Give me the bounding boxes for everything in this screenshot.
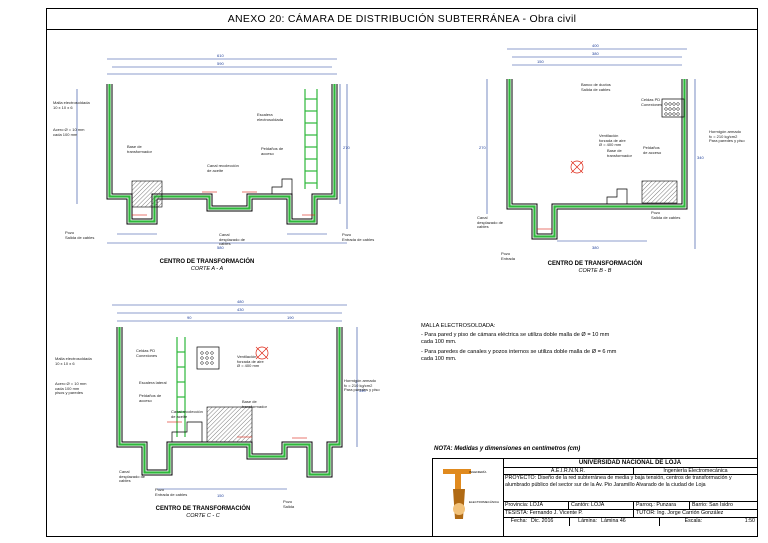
logo-graphic: INGENIERÍA ELECTROMECÁNICA	[443, 469, 499, 519]
dim-label: 190	[287, 315, 294, 320]
barrio-cell: Barrio: San Isidro	[689, 502, 757, 509]
label-malla-c: Malla electrosoldada 10 x 10 x 6	[55, 356, 92, 366]
dim-label: 340	[359, 388, 366, 393]
parroquia-cell: Parroq.: Punzara	[633, 502, 689, 509]
notes-line-1: - Para pared y piso de cámara eléctrica …	[421, 332, 610, 346]
label-celdas-b: Celdas PD Conexiones	[641, 97, 663, 107]
sheet-title: ANEXO 20: CÁMARA DE DISTRIBUCIÓN SUBTERR…	[227, 13, 577, 25]
career-cell: Ingeniería Electromecánica	[633, 468, 757, 474]
lamina-value: Lámina 46	[601, 518, 626, 524]
units-note: NOTA: Medidas y dimensiones en centímetr…	[434, 446, 581, 452]
title-rule	[47, 29, 757, 30]
dim-label: 150	[537, 59, 544, 64]
caption-sub-b: CORTE B - B	[578, 268, 612, 274]
label-canal-despl-a: Canal desplazado de cables	[219, 232, 246, 247]
dim-label: 400	[592, 43, 599, 48]
fecha-value: Dic. 2016	[531, 518, 554, 524]
caption-section-a: CENTRO DE TRANSFORMACIÓN CORTE A - A	[137, 259, 277, 272]
dim-label: 580	[217, 245, 224, 250]
location-row: Provincia: LOJA Cantón: LOJA Parroq.: Pu…	[503, 502, 757, 510]
caption-title-a: CENTRO DE TRANSFORMACIÓN	[159, 259, 255, 265]
label-peldanos-b: Peldaños de acceso	[643, 145, 662, 155]
lamina-label: Lámina:	[569, 518, 599, 526]
dim-label: 90	[187, 315, 192, 320]
label-escalera-a: Escalera electrosoldada	[257, 112, 284, 122]
caption-title-b: CENTRO DE TRANSFORMACIÓN	[547, 261, 643, 267]
faculty-logo: INGENIERÍA ELECTROMECÁNICA	[433, 459, 504, 536]
label-vent-c: Ventilación forzada de aire Ø = 400 mm	[237, 354, 264, 369]
label-acero-c: Acero Ø = 10 mm cada 100 mm pisos y pare…	[55, 381, 87, 396]
dim-label: 430	[237, 307, 244, 312]
notes-line-2: - Para paredes de canales y pozos intern…	[421, 348, 617, 362]
label-peldanos-a: Peldaños de acceso	[261, 146, 284, 156]
dim-label: 610	[217, 53, 224, 58]
label-pozo2-b: Pozo Salida de cables	[651, 210, 681, 220]
escala-label: Escala:	[659, 518, 704, 526]
tesista-cell: TESISTA: Fernando J. Vicente P.	[505, 510, 583, 516]
label-canal-c: Canal recolección de aceite	[171, 409, 203, 419]
caption-section-b: CENTRO DE TRANSFORMACIÓN CORTE B - B	[525, 261, 665, 274]
fecha-label: Fecha:	[510, 518, 527, 524]
section-a-drawing: 610 590 270 580	[76, 53, 350, 250]
label-peldanos-c: Peldaños de acceso	[139, 393, 162, 403]
caption-section-c: CENTRO DE TRANSFORMACIÓN CORTE C - C	[133, 506, 273, 519]
area-cell: A.E.I.R.N.N.R.	[550, 468, 586, 474]
dim-label: 480	[237, 299, 244, 304]
label-hormigon-c: Hormigón armado fc = 210 kg/cm2 Para par…	[344, 378, 380, 393]
label-malla-a: Malla electrosoldada 10 x 10 x 6	[53, 100, 90, 110]
label-base-c: Base de transformador	[242, 399, 267, 409]
label-vent-b: Ventilación forzada de aire Ø = 400 mm	[599, 133, 626, 148]
area-row: A.E.I.R.N.N.R. Ingeniería Electromecánic…	[503, 468, 757, 475]
dim-label: 590	[217, 61, 224, 66]
logo-top-text: INGENIERÍA	[469, 470, 486, 474]
section-c-drawing: 480 430 90 190 340 150	[112, 299, 366, 498]
label-base-b: Base de transformador	[607, 148, 632, 158]
label-canal-b: Canal desplazado de cables	[477, 215, 504, 230]
label-escalera-c: Escalera lateral	[139, 380, 167, 385]
caption-sub-c: CORTE C - C	[186, 513, 220, 519]
label-acero-a: Acero Ø = 10 mm cada 100 mm	[53, 127, 85, 137]
provincia-cell: Provincia: LOJA	[505, 502, 543, 508]
label-pozo-b: Pozo Entrada	[501, 251, 516, 261]
label-banco-b: Banco de ductos Salida de cables	[581, 82, 611, 92]
dim-label: 270	[479, 145, 486, 150]
authors-row: TESISTA: Fernando J. Vicente P. TUTOR: I…	[503, 510, 757, 518]
label-hormigon-b: Hormigón armado fc = 210 kg/cm2 Para par…	[709, 129, 745, 144]
mesh-notes: MALLA ELECTROSOLDADA: - Para pared y pis…	[421, 323, 619, 365]
meta-row: Fecha: Dic. 2016 Lámina: Lámina 46 Escal…	[503, 518, 757, 526]
dim-label: 150	[217, 493, 224, 498]
label-base-a: Base de transformador	[127, 144, 152, 154]
university-row: UNIVERSIDAD NACIONAL DE LOJA	[503, 459, 757, 468]
label-canal2-c: Canal desplazado de cables	[119, 469, 146, 484]
dim-label: 270	[343, 145, 350, 150]
label-pozo-c: Pozo Entrada de cables	[155, 487, 188, 497]
section-b-drawing: 400 380 150 270 340 380	[479, 43, 704, 250]
canton-cell: Cantón: LOJA	[568, 502, 633, 509]
dim-label: 380	[592, 51, 599, 56]
label-pozo-a: Pozo Salida de cables	[65, 230, 95, 240]
caption-title-c: CENTRO DE TRANSFORMACIÓN	[155, 506, 251, 512]
drawing-sheet: ANEXO 20: CÁMARA DE DISTRIBUCIÓN SUBTERR…	[46, 8, 758, 537]
tutor-cell: TUTOR: Ing. Jorge Carrión González	[633, 510, 757, 517]
caption-sub-a: CORTE A - A	[190, 266, 224, 272]
title-block: INGENIERÍA ELECTROMECÁNICA UNIVERSIDAD N…	[432, 458, 758, 537]
dim-label: 380	[592, 245, 599, 250]
notes-heading: MALLA ELECTROSOLDADA:	[421, 323, 496, 329]
label-canal-a: Canal recolección de aceite	[207, 163, 239, 173]
project-row: PROYECTO: Diseño de la red subterránea d…	[503, 475, 757, 502]
label-pozo2-a: Pozo Entrada de cables	[342, 232, 375, 242]
label-celdas-c: Celdas PD Conexiones	[136, 348, 158, 358]
dim-label: 340	[697, 155, 704, 160]
logo-text: ELECTROMECÁNICA	[469, 500, 499, 504]
label-pozo2-c: Pozo Salida	[283, 499, 295, 509]
escala-value: 1:50	[744, 518, 755, 524]
